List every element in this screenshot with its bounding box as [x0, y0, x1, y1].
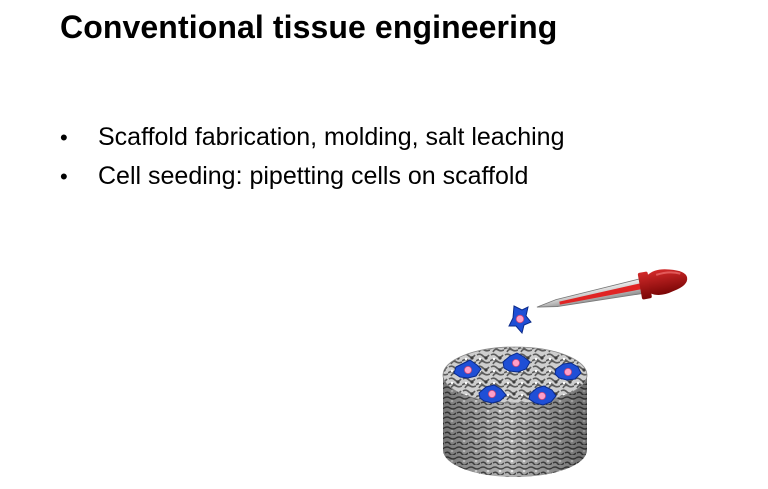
seeded-cell-icon [502, 352, 531, 373]
bullet-item: • Cell seeding: pipetting cells on scaff… [60, 157, 564, 196]
pipette-icon [536, 269, 688, 308]
slide-title: Conventional tissue engineering [60, 9, 558, 45]
bullet-list: • Scaffold fabrication, molding, salt le… [60, 118, 564, 196]
bullet-marker: • [60, 164, 68, 189]
bullet-text: Cell seeding: pipetting cells on scaffol… [98, 162, 529, 190]
bullet-item: • Scaffold fabrication, molding, salt le… [60, 118, 564, 157]
bullet-marker: • [60, 125, 68, 150]
seeded-cell-icon [528, 385, 557, 406]
seeded-cell-icon [478, 384, 507, 404]
seeded-cell-icon [453, 359, 482, 379]
bullet-text: Scaffold fabrication, molding, salt leac… [98, 123, 565, 151]
falling-cell-icon [508, 305, 532, 335]
seeded-cell-icon [554, 362, 582, 381]
cell-seeding-illustration [442, 269, 688, 477]
